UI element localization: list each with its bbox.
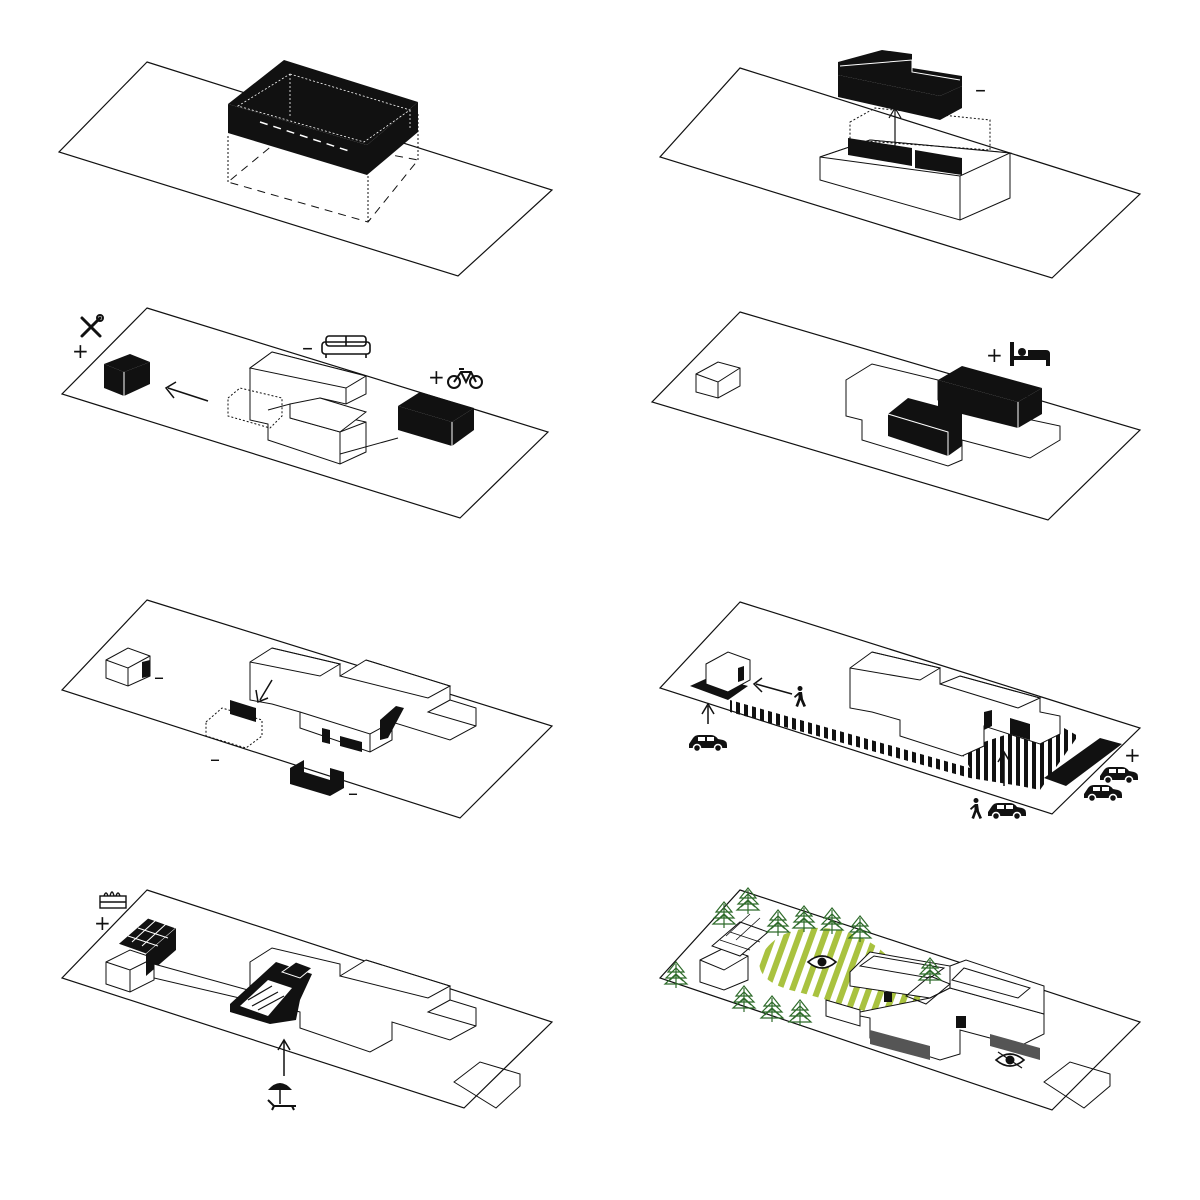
site-plot: [658, 67, 1142, 279]
car-icon-3: [1099, 766, 1139, 785]
garage-box: [398, 406, 474, 446]
sun-lounger-icon: [267, 1099, 296, 1111]
removed-volume-side: [838, 75, 940, 120]
removed-volume-top: [838, 50, 962, 96]
solid-volume-top: [228, 60, 418, 145]
garden-crate-icon: [99, 891, 127, 909]
bed-icon: [1010, 342, 1050, 366]
courtyard-black-2: [915, 150, 962, 175]
eye-icon: [806, 955, 838, 969]
bedroom-volume-top: [938, 366, 1042, 402]
plus-sign-garden: +: [94, 911, 111, 935]
minus-sign-garage: –: [348, 781, 358, 805]
panel-2: –: [658, 50, 1142, 279]
site-plot: [60, 307, 550, 519]
plus-sign-parking: +: [1124, 743, 1141, 767]
eye-icon-2: [994, 1051, 1026, 1069]
sofa-icon: [321, 335, 371, 358]
minus-sign-terrace: –: [210, 747, 220, 771]
car-icon-4: [1083, 784, 1123, 803]
solid-volume-left: [228, 104, 367, 175]
panel-5: – – –: [60, 599, 554, 819]
panel-7: +: [60, 889, 554, 1111]
site-plot: [658, 601, 1142, 815]
minus-sign-living: –: [302, 336, 313, 361]
solid-volume-right: [367, 102, 418, 175]
workshop-box-top: [104, 354, 150, 372]
car-icon-2: [987, 802, 1027, 821]
panel-4: +: [650, 311, 1142, 521]
workshop-box: [104, 362, 150, 396]
pedestrian-icon-2: [970, 798, 982, 819]
garage-box-top: [398, 392, 474, 422]
panel-1: [57, 60, 554, 277]
walkway-stripes: [730, 700, 1078, 790]
car-icon: [688, 734, 728, 753]
bedroom-volume: [888, 380, 1042, 456]
panel-8: [658, 887, 1142, 1111]
garage-remodel: [290, 760, 344, 796]
site-plot: [57, 61, 554, 277]
plus-sign-bed: +: [986, 343, 1003, 367]
beach-umbrella-icon: [268, 1083, 292, 1104]
courtyard-black-1: [848, 138, 912, 166]
plus-sign-bike: +: [428, 365, 445, 389]
panel-3: + – +: [60, 307, 550, 519]
pedestrian-icon: [794, 686, 806, 707]
plus-sign-workshop: +: [72, 339, 89, 363]
panel-6: +: [658, 601, 1142, 821]
minus-sign: –: [975, 78, 986, 103]
minus-sign-shed: –: [154, 665, 164, 689]
parking-right: [1044, 738, 1122, 786]
tools-icon: [80, 314, 104, 338]
bicycle-icon: [447, 368, 483, 389]
